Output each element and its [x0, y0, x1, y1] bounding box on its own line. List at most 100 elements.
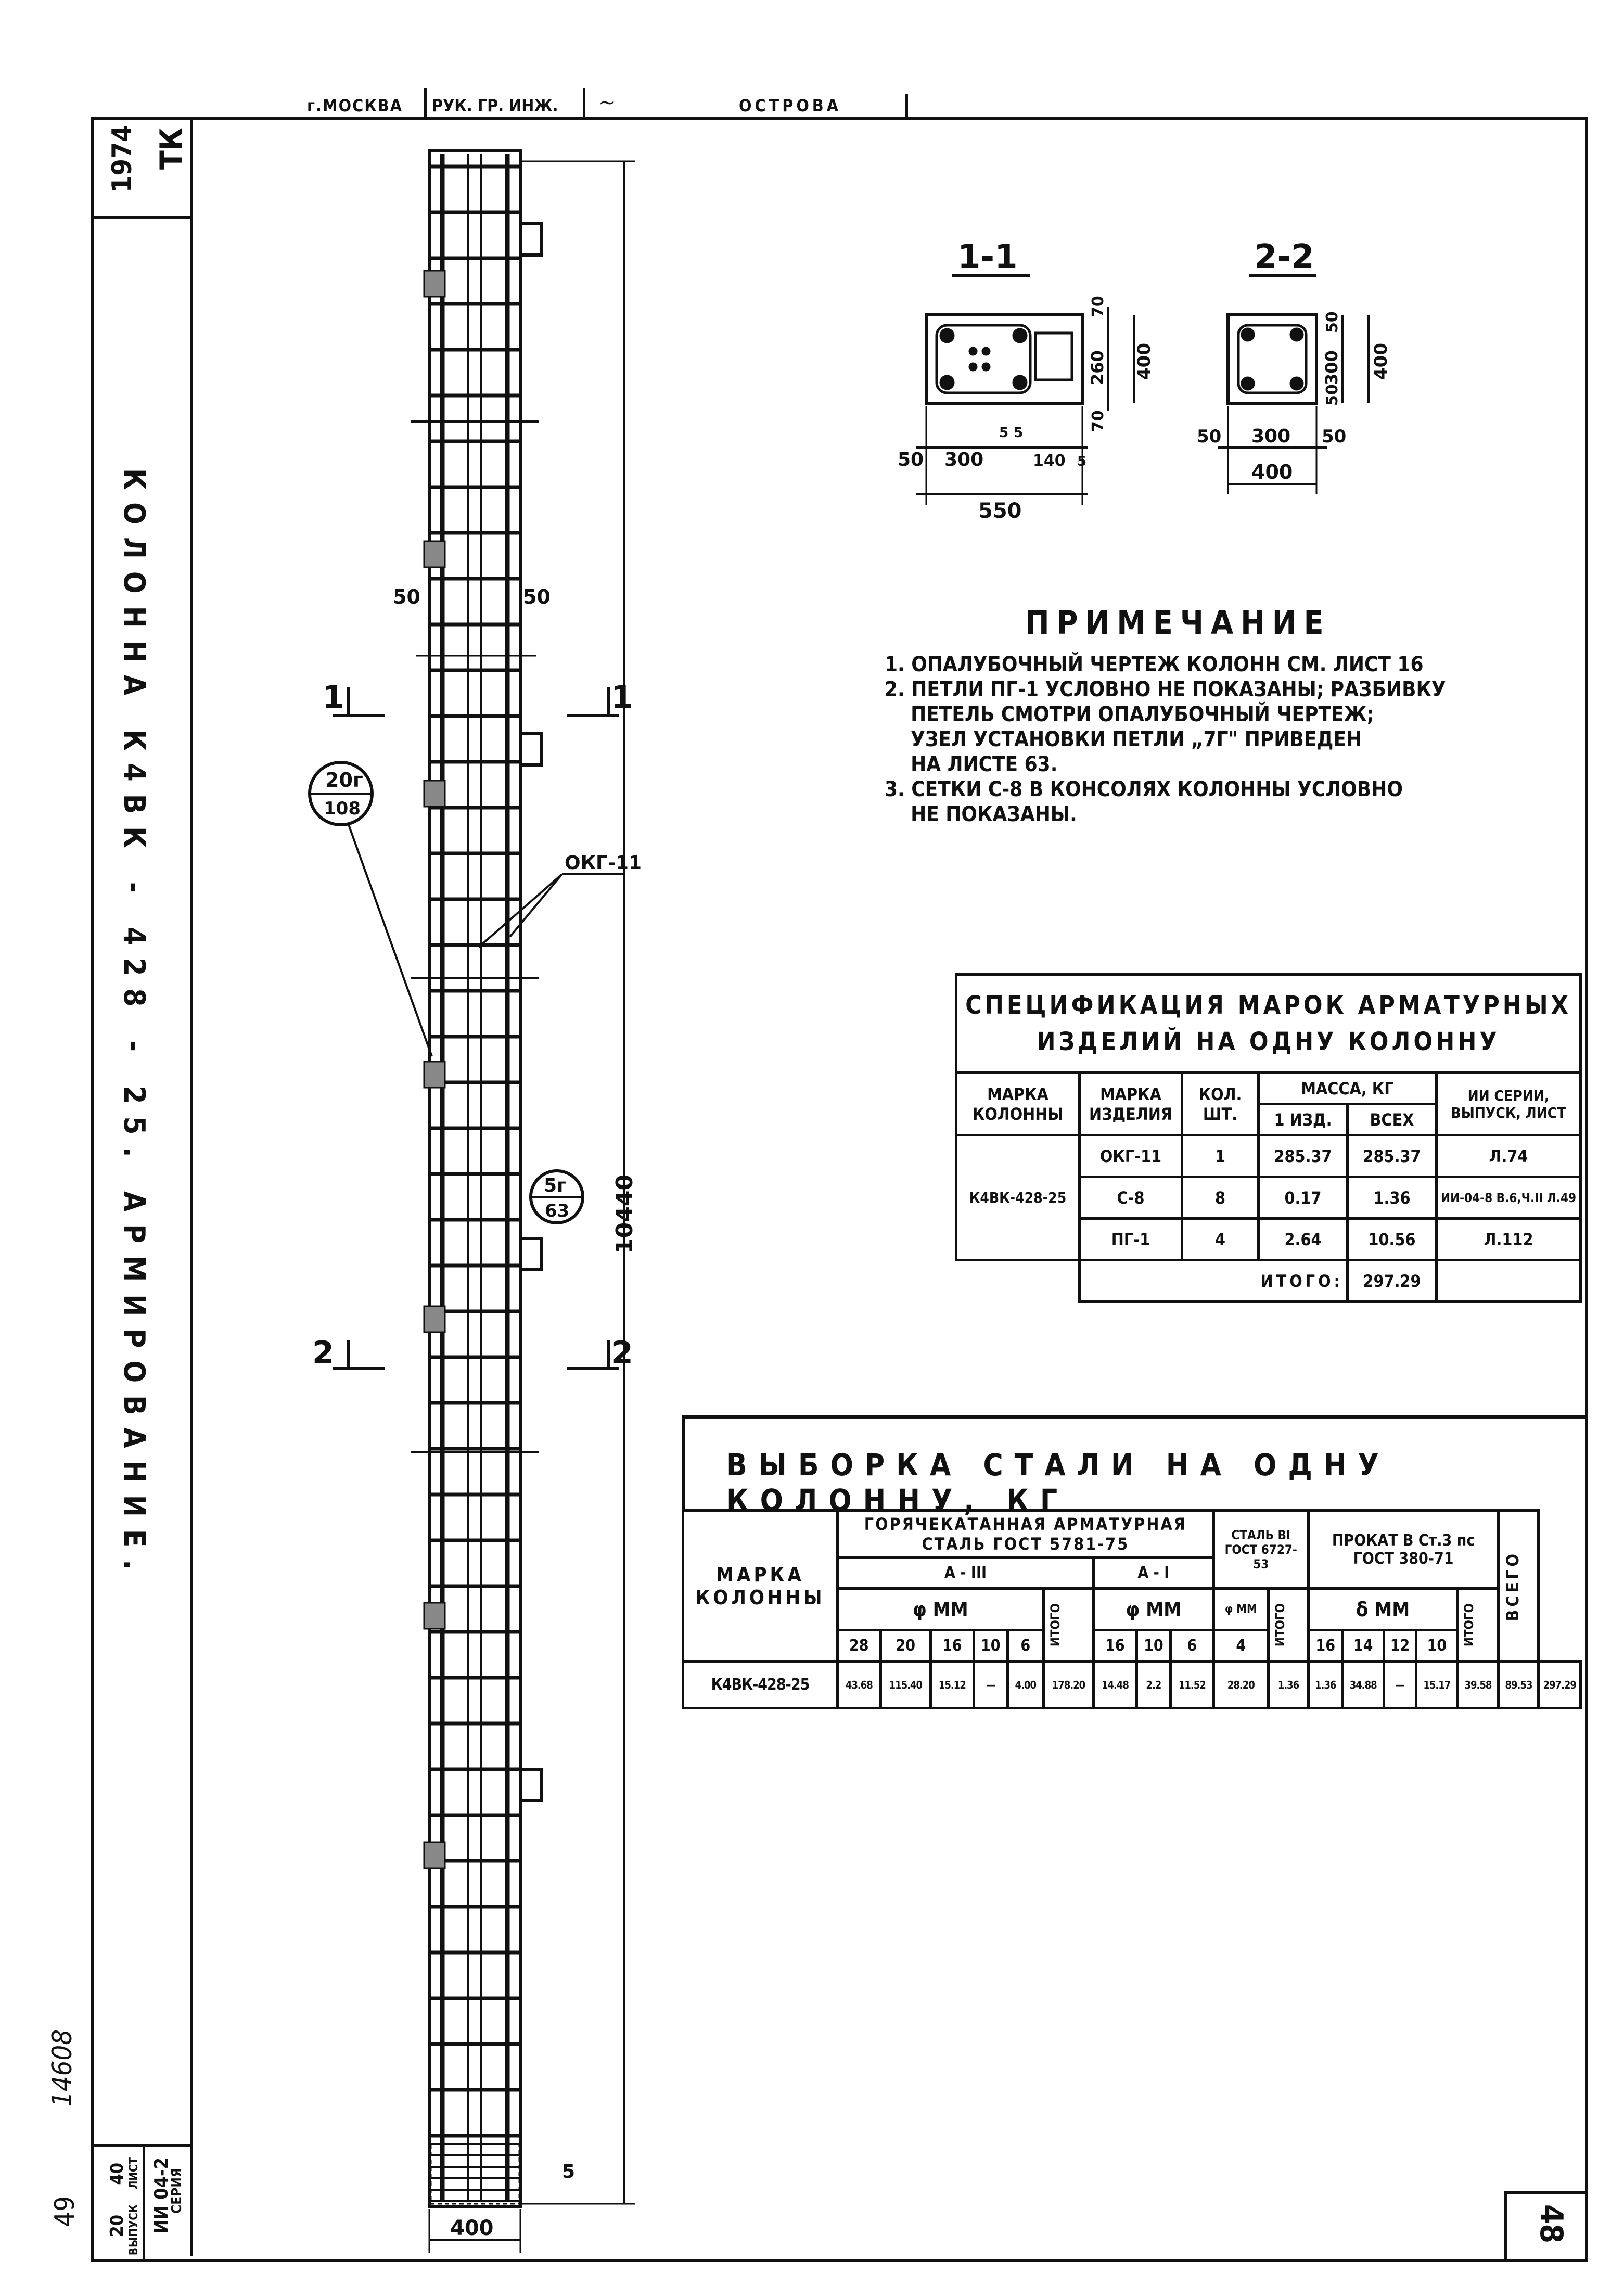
stamp-series-value: ИИ 04-2	[151, 2157, 172, 2234]
mesh-label: ОКГ-11	[565, 852, 642, 874]
header-city: г.МОСКВА	[307, 96, 403, 116]
callout-top: 20г	[325, 769, 363, 791]
steel-row-a3: 15.12	[929, 1660, 975, 1709]
embedded-plate	[423, 780, 446, 808]
series-short: ТК	[154, 127, 190, 170]
embedded-plate	[423, 1061, 446, 1089]
notes-line-1: 1. ОПАЛУБОЧНЫЙ ЧЕРТЕЖ КОЛОНН СМ. ЛИСТ 16	[885, 653, 1424, 676]
steel-d-wire: 4	[1212, 1629, 1270, 1663]
header-block: г.МОСКВА РУК. ГР. ИНЖ. ~ ОСТРОВА	[307, 88, 983, 120]
drawing-frame	[91, 117, 1588, 2262]
s1-dim-b0: 50	[898, 449, 924, 470]
spec-row-ref: Л.112	[1435, 1217, 1582, 1261]
steel-h-a3: А - III	[836, 1556, 1095, 1590]
archive-sub: 49	[49, 2196, 81, 2227]
steel-row-a1-total: 28.20	[1212, 1660, 1270, 1709]
steel-row-a1: 2.2	[1135, 1660, 1172, 1709]
series-year: 1974	[107, 125, 138, 193]
steel-row-mark: К4ВК-428-25	[682, 1660, 839, 1709]
left-title-strip	[91, 117, 193, 2256]
steel-h-hot: ГОРЯЧЕКАТАННАЯ АРМАТУРНАЯ СТАЛЬ ГОСТ 578…	[836, 1509, 1215, 1559]
steel-table-wrap: ВЫБОРКА СТАЛИ НА ОДНУ КОЛОННУ, КГ	[682, 1415, 1585, 1518]
steel-row-rolled: 34.88	[1341, 1660, 1385, 1709]
notes-line-2: 2. ПЕТЛИ ПГ-1 УСЛОВНО НЕ ПОКАЗАНЫ; РАЗБИ…	[885, 678, 1446, 701]
s1-dim-b3: 5	[1014, 425, 1023, 441]
steel-row-a3: 4.00	[1006, 1660, 1045, 1709]
notes-line-3: ПЕТЕЛЬ СМОТРИ ОПАЛУБОЧНЫЙ ЧЕРТЕЖ;	[885, 703, 1375, 726]
spec-title-2: ИЗДЕЛИЙ НА ОДНУ КОЛОННУ	[1037, 1027, 1500, 1056]
steel-row-rolled-total: 89.53	[1497, 1660, 1540, 1709]
steel-row-a3: 43.68	[836, 1660, 882, 1709]
s1-dim-r2: 70	[1089, 410, 1107, 432]
spec-column-mark: К4ВК-428-25	[955, 1134, 1081, 1261]
spec-h-mark-item: МАРКА ИЗДЕЛИЯ	[1078, 1071, 1183, 1136]
stamp-issue-label: ВЫПУСК	[127, 2204, 140, 2256]
s2-total-bottom: 400	[1251, 461, 1293, 483]
section-views: 1-1 50 300 5 5 140 5 550 70 260 70 400 2…	[898, 238, 1391, 523]
steel-d-a3: 20	[879, 1629, 932, 1663]
steel-itogo-label: ИТОГО	[1273, 1603, 1287, 1647]
notes-line-4: УЗЕЛ УСТАНОВКИ ПЕТЛИ „7Г" ПРИВЕДЕН	[885, 727, 1362, 751]
spec-row-one: 0.17	[1257, 1176, 1349, 1220]
steel-h-wire: СТАЛЬ ВI ГОСТ 6727-53	[1212, 1509, 1310, 1590]
header-role: РУК. ГР. ИНЖ.	[432, 96, 558, 116]
header-divider	[583, 88, 585, 118]
embedded-plate	[423, 1305, 446, 1333]
steel-d-a3: 16	[929, 1629, 975, 1663]
s1-dim-b1: 300	[944, 449, 983, 470]
embedded-plate	[423, 1602, 446, 1630]
s2-dim-b1: 300	[1251, 426, 1290, 447]
spec-row-all: 1.36	[1346, 1176, 1438, 1220]
steel-row-rolled: 15.17	[1415, 1660, 1459, 1709]
notes-line-5: НА ЛИСТЕ 63.	[885, 752, 1058, 776]
drawing-title: КОЛОННА К4ВК - 428 - 25. АРМИРОВАНИЕ.	[117, 468, 151, 1582]
spec-row-qty: 8	[1181, 1176, 1260, 1220]
column-elevation: 10440 400 5 50 50 1 1 2 2 ОКГ-11 20г 108…	[308, 149, 642, 2253]
notes-title: ПРИМЕЧАНИЕ	[1025, 604, 1331, 642]
spec-total-value: 297.29	[1346, 1259, 1438, 1303]
spec-row-one: 2.64	[1257, 1217, 1349, 1261]
spec-row-one: 285.37	[1257, 1134, 1349, 1178]
notes-line-7: НЕ ПОКАЗАНЫ.	[885, 802, 1077, 826]
steel-row-a3: 115.40	[879, 1660, 932, 1709]
dim-total-height: 10440	[611, 1174, 638, 1254]
steel-d-rolled: 14	[1341, 1629, 1385, 1663]
steel-itogo-label: ИТОГО	[1047, 1603, 1063, 1647]
steel-d-a1: 10	[1135, 1629, 1172, 1663]
s1-dim-b2: 5	[999, 425, 1008, 441]
header-divider	[905, 94, 908, 118]
steel-h-a1: А - I	[1092, 1556, 1215, 1590]
stamp-sheet-label: ЛИСТ	[127, 2157, 140, 2190]
steel-h-total-label: ВСЕГО	[1503, 1550, 1523, 1621]
spec-row-ref: ИИ-04-8 В.6,Ч.II Л.49	[1435, 1176, 1582, 1220]
s1-total-bottom: 550	[978, 499, 1022, 523]
spec-h-mark-col: МАРКА КОЛОННЫ	[955, 1071, 1081, 1136]
spec-row-ref: Л.74	[1435, 1134, 1582, 1178]
s2-dim-r2: 50	[1323, 384, 1341, 406]
sheet-number-box: 48	[1504, 2191, 1585, 2259]
dim-bottom: 5	[562, 2161, 575, 2182]
steel-h-total: ВСЕГО	[1497, 1509, 1540, 1663]
dim-offset-left: 50	[393, 585, 420, 608]
spec-h-ref: ИИ СЕРИИ, ВЫПУСК, ЛИСТ	[1435, 1071, 1582, 1136]
spec-h-mass-one: 1 ИЗД.	[1257, 1103, 1349, 1136]
spec-h-mass: МАССА, КГ	[1257, 1071, 1438, 1105]
section-mark-2-left: 2	[312, 1335, 334, 1371]
section-mark-2-right: 2	[611, 1335, 633, 1371]
steel-table: МАРКА КОЛОННЫ ГОРЯЧЕКАТАННАЯ АРМАТУРНАЯ …	[682, 1509, 1582, 1709]
steel-d-rolled: 10	[1415, 1629, 1459, 1663]
steel-d-rolled: 16	[1307, 1629, 1344, 1663]
s1-dim-r1: 260	[1088, 350, 1107, 385]
callout2-top: 5г	[544, 1175, 567, 1196]
header-signature: ~	[598, 91, 616, 114]
section-mark-1-right: 1	[611, 679, 633, 716]
spec-row-item: ПГ-1	[1078, 1217, 1183, 1261]
spec-row-item: ОКГ-11	[1078, 1134, 1183, 1178]
steel-row-wire-total: 1.36	[1307, 1660, 1344, 1709]
s1-dim-b4: 140	[1033, 452, 1066, 470]
callout2-bottom: 63	[545, 1201, 569, 1221]
s2-dim-r1: 300	[1322, 350, 1341, 385]
steel-row-wire: 1.36	[1267, 1660, 1310, 1709]
steel-h-dia-wire: φ ММ	[1212, 1587, 1270, 1631]
steel-d-a3: 10	[972, 1629, 1009, 1663]
